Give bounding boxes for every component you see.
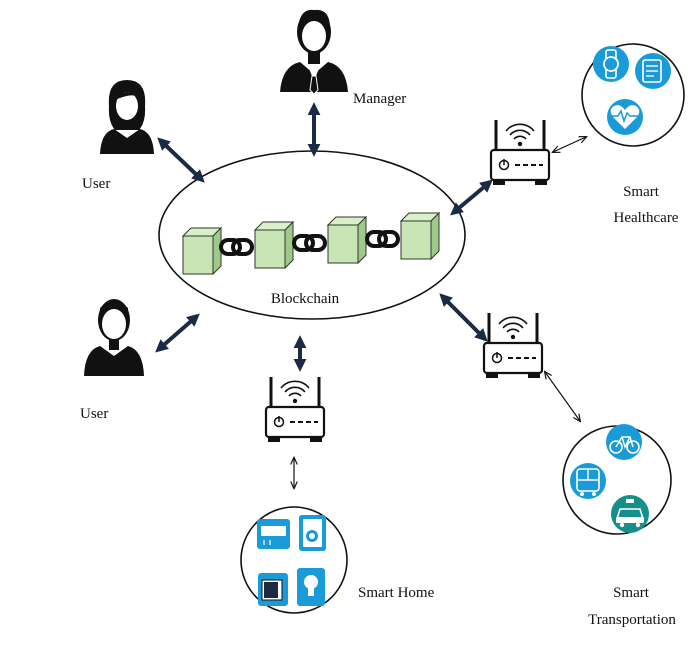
- user-top-arrow: [157, 137, 205, 183]
- block-4: [400, 212, 440, 260]
- smart-healthcare-label-line1: Smart: [623, 184, 660, 200]
- user-bottom-arrow: [155, 313, 200, 353]
- tablet-icon: [635, 53, 671, 89]
- smart-home-circle: [240, 506, 348, 614]
- user-top-label: User: [82, 176, 110, 192]
- taxi-icon: [611, 495, 649, 533]
- smart-transportation-label-line1: Smart: [613, 585, 650, 601]
- smart-healthcare-label-line2: Healthcare: [614, 210, 679, 226]
- smart-home-label: Smart Home: [358, 585, 435, 601]
- user-bottom-icon: [84, 299, 144, 376]
- smart-healthcare-circle: [581, 43, 685, 147]
- manager-icon: [280, 9, 348, 95]
- healthcare-router-arrow: [553, 137, 586, 152]
- router-home-icon: [264, 375, 326, 444]
- block-1: [182, 227, 222, 275]
- transportation-blockchain-arrow: [439, 293, 488, 342]
- washing-machine-icon: [299, 515, 326, 551]
- transportation-router-arrow: [545, 372, 580, 421]
- microwave-icon: [258, 573, 288, 606]
- blockchain-label: Blockchain: [271, 291, 340, 307]
- bicycle-icon: [606, 424, 642, 460]
- router-healthcare-icon: [489, 118, 551, 187]
- smart-transportation-circle: [562, 424, 672, 535]
- user-bottom-label: User: [80, 406, 108, 422]
- user-top-icon: [100, 80, 154, 154]
- heart-pulse-icon: [607, 99, 643, 135]
- smartwatch-icon: [593, 46, 629, 82]
- smart-transportation-label-line2: Transportation: [588, 612, 676, 628]
- light-bulb-icon: [297, 568, 325, 606]
- block-3: [327, 216, 367, 264]
- air-conditioner-icon: [257, 519, 290, 549]
- bus-icon: [570, 463, 606, 499]
- block-2: [254, 221, 294, 269]
- healthcare-blockchain-arrow: [450, 179, 493, 216]
- manager-label: Manager: [353, 91, 406, 107]
- router-transportation-icon: [482, 311, 544, 380]
